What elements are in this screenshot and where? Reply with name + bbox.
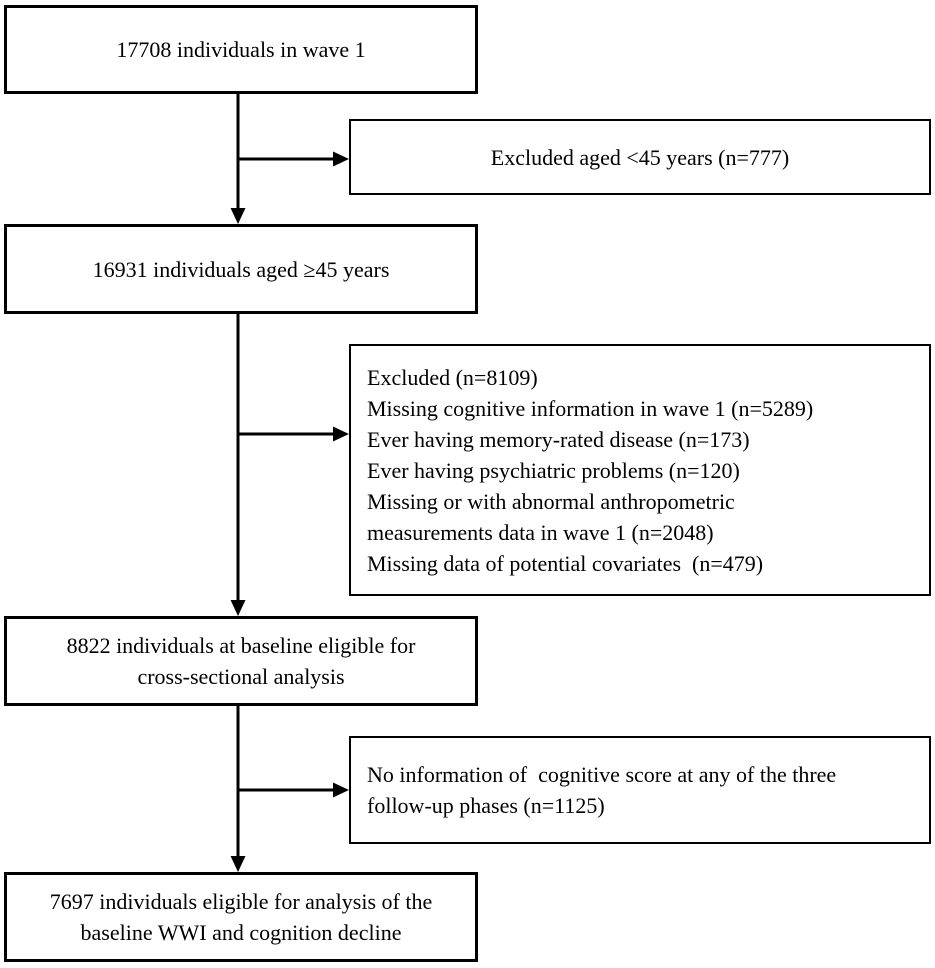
box-excluded-baseline-line-3: Ever having memory-rated disease (n=173) [367,426,750,452]
box-baseline: 8822 individuals at baseline eligible fo… [4,616,478,706]
arrow-branch-to-excluded-baseline [238,426,349,442]
box-excluded-baseline-line-2: Missing cognitive information in wave 1 … [367,395,814,421]
box-excluded-baseline-line-1: Excluded (n=8109) [367,364,538,390]
box-no-followup-line-1: No information of cognitive score at any… [367,762,837,787]
box-baseline-line-2: cross-sectional analysis [137,664,345,689]
arrow-branch-to-no-followup [238,782,349,798]
box-final: 7697 individuals eligible for analysis o… [4,872,478,962]
box-aged45-text: 16931 individuals aged ≥45 years [92,256,390,282]
arrow-wave1-to-aged45 [230,93,246,224]
box-wave1-text: 17708 individuals in wave 1 [116,37,366,62]
arrow-aged45-to-baseline [230,313,246,616]
box-excluded-age: Excluded aged <45 years (n=777) [349,119,931,195]
box-no-followup-line-2: follow-up phases (n=1125) [367,793,605,818]
box-baseline-line-1: 8822 individuals at baseline eligible fo… [66,633,416,658]
box-wave1: 17708 individuals in wave 1 [4,5,478,94]
box-excluded-baseline-line-7: Missing data of potential covariates (n=… [367,550,764,576]
arrow-baseline-to-final [230,705,246,872]
box-excluded-baseline-line-5: Missing or with abnormal anthropometric [367,488,735,514]
box-excluded-baseline-line-4: Ever having psychiatric problems (n=120) [367,457,740,483]
box-aged45: 16931 individuals aged ≥45 years [4,224,478,314]
box-excluded-baseline-line-6: measurements data in wave 1 (n=2048) [367,519,714,545]
box-final-line-2: baseline WWI and cognition decline [80,920,402,945]
arrow-branch-to-excluded-age [238,151,349,167]
box-excluded-age-text: Excluded aged <45 years (n=777) [490,144,790,170]
box-no-followup: No information of cognitive score at any… [349,736,931,844]
box-excluded-baseline: Excluded (n=8109) Missing cognitive info… [349,344,931,596]
box-final-line-1: 7697 individuals eligible for analysis o… [49,889,433,914]
